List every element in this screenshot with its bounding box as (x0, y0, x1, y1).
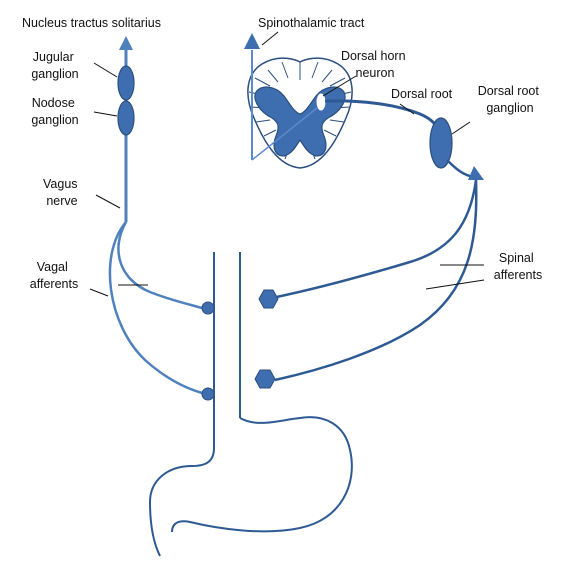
label-dorsal-root-ganglion: Dorsal root ganglion (478, 84, 543, 115)
leader-spinothalamic (261, 31, 279, 46)
label-dorsal-root: Dorsal root (391, 87, 453, 101)
vagal-ending-upper (201, 301, 215, 315)
gi-tract-outline (148, 252, 353, 557)
spinal-ending-lower (254, 369, 276, 389)
vagal-afferent-lower (108, 221, 203, 395)
drg-to-peripheral-axon (446, 159, 471, 178)
stomach-outline (171, 416, 353, 533)
spinothalamic-crossing-axon (251, 107, 318, 161)
spinal-ending-upper (258, 289, 279, 309)
nts-arrowhead (119, 36, 133, 50)
label-nucleus-tractus-solitarius: Nucleus tractus solitarius (22, 16, 161, 30)
label-jugular-ganglion: Jugular ganglion (31, 50, 78, 81)
label-nodose-ganglion: Nodose ganglion (31, 96, 78, 127)
jugular-ganglion (117, 65, 135, 101)
leader-spinal-b (425, 279, 485, 290)
leader-dorsal-root (399, 103, 415, 115)
dorsal-horn-neuron-body (316, 93, 326, 111)
spinal-afferent-branch-point (468, 166, 484, 180)
label-spinothalamic-tract: Spinothalamic tract (258, 16, 365, 30)
vagal-afferent-upper (117, 221, 203, 310)
leader-vagus (95, 194, 121, 209)
spinal-pathway (244, 33, 484, 389)
leader-drg (451, 121, 471, 135)
dorsal-root-ganglion (429, 117, 453, 169)
nodose-ganglion (117, 100, 135, 136)
labels: Nucleus tractus solitarius Spinothalamic… (22, 16, 542, 291)
spinothalamic-arrowhead (244, 33, 260, 49)
vagal-pathway (108, 36, 215, 401)
leader-nodose (93, 111, 118, 117)
leader-dorsal-horn (322, 75, 357, 97)
label-spinal-afferents: Spinal afferents (494, 251, 542, 282)
spinal-afferent-upper (271, 179, 478, 300)
leader-jugular (93, 62, 118, 78)
spinal-afferent-lower (274, 179, 478, 382)
leader-lines (89, 31, 485, 297)
spinal-cord-section (247, 57, 353, 169)
label-dorsal-horn-neuron: Dorsal horn neuron (341, 49, 409, 80)
leader-vagal-b (89, 288, 109, 297)
label-vagus-nerve: Vagus nerve (43, 177, 81, 208)
esophagus-left-wall (148, 252, 215, 557)
label-vagal-afferents: Vagal afferents (30, 260, 78, 291)
vagal-ending-lower (201, 387, 215, 401)
